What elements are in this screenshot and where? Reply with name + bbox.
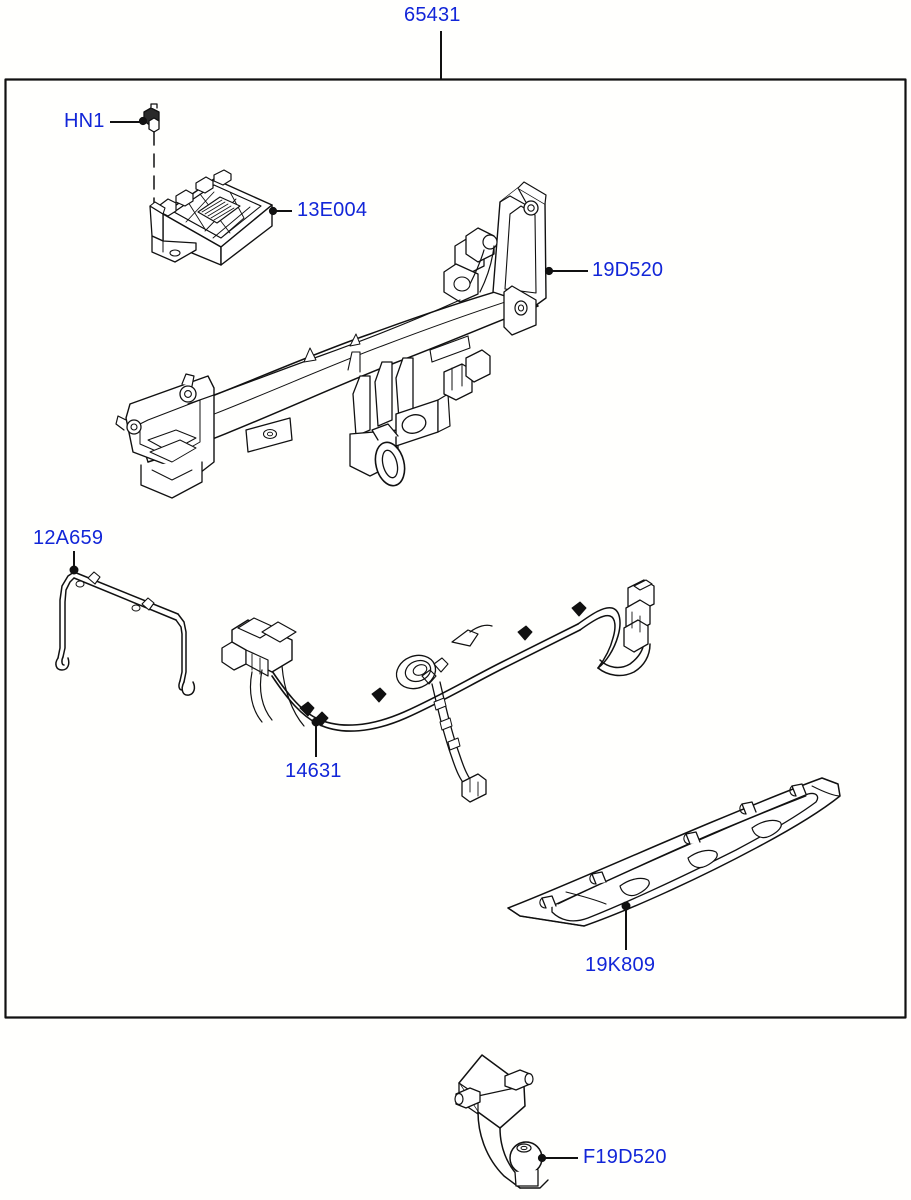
callout-label-19k809[interactable]: 19K809 — [585, 954, 656, 976]
leader-dot-19k809 — [621, 901, 631, 911]
hex-nut-part — [143, 103, 160, 133]
support-bracket-rod-part — [55, 571, 196, 696]
callout-label-12a659[interactable]: 12A659 — [33, 527, 104, 549]
leader-dot-f19d520 — [537, 1153, 547, 1163]
callout-label-hn1[interactable]: HN1 — [64, 110, 105, 132]
trailer-module-part — [149, 169, 273, 266]
leader-dot-14631 — [311, 717, 321, 727]
leader-dot-12a659 — [69, 565, 79, 575]
bumper-cover-trim-part — [507, 777, 841, 927]
leader-dot-hn1 — [138, 116, 148, 126]
detachable-tow-ball-part — [454, 1054, 549, 1189]
leader-dot-13e004 — [268, 206, 278, 216]
trailer-wiring-harness-part — [221, 579, 655, 803]
callout-label-14631[interactable]: 14631 — [285, 760, 342, 782]
leader-dot-19d520 — [544, 266, 554, 276]
callout-label-13e004[interactable]: 13E004 — [297, 199, 368, 221]
callout-label-f19d520[interactable]: F19D520 — [583, 1146, 667, 1168]
callout-label-19d520[interactable]: 19D520 — [592, 259, 664, 281]
callout-label-65431[interactable]: 65431 — [404, 4, 461, 26]
tow-bar-crossmember-part — [115, 181, 547, 499]
